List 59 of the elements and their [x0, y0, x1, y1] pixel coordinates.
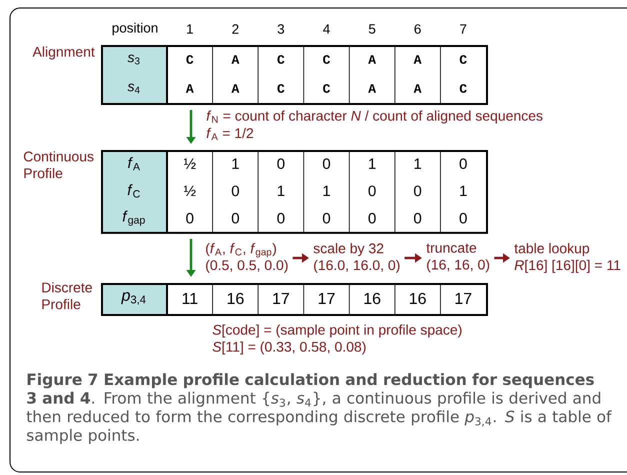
table-value: C: [186, 55, 194, 64]
table-value: 0: [414, 186, 422, 196]
table-value: 16: [228, 292, 244, 304]
table-value: A: [186, 84, 194, 93]
table-value: A: [368, 84, 376, 93]
table-value: A: [368, 55, 376, 64]
row-header: f$_{C}$: [128, 184, 140, 198]
step-text: truncate (16, 16, 0): [426, 244, 490, 272]
table-value: A: [414, 84, 422, 93]
row-header: s$_{4}$: [128, 84, 140, 94]
note-text: f$_{N}$ = count of character N / count of aligned sequences: [206, 110, 542, 124]
table-value: 1: [414, 158, 422, 169]
figure-caption: Figure 7 Example profile calculation and reduction for sequences 3 and 4. From the alignment {s$_{3}$, s$_{4}$}, a continuous profile is derived and then reduced to form the corresponding discrete profile p$_{3,4}$. S is a table of sample points.: [26, 373, 612, 444]
table-value: C: [460, 84, 467, 93]
table-value: 0: [414, 212, 422, 224]
table-value: 17: [456, 292, 472, 304]
table-value: 11: [182, 292, 198, 304]
table-value: 17: [273, 292, 289, 304]
step-text: (f$_{A}$, f$_{C}$, f$_{gap}$) (0.5, 0.5, 0.0): [206, 243, 288, 273]
table-heading: Discrete Profile: [42, 282, 92, 310]
note-text: S[11] = (0.33, 0.58, 0.08): [212, 341, 366, 355]
table-value: 0: [277, 158, 284, 169]
table-heading: Alignment: [32, 46, 95, 60]
table-value: C: [323, 84, 330, 93]
table-value: 0: [368, 186, 376, 196]
table-value: 0: [232, 212, 239, 224]
table-value: 1: [323, 186, 330, 196]
row-header: p$_{3,4}$: [121, 292, 146, 305]
table-value: ½: [184, 186, 196, 196]
table-value: 1: [278, 186, 284, 196]
table-value: 0: [322, 212, 330, 224]
table-value: 0: [460, 212, 467, 224]
table-value: 0: [322, 158, 330, 169]
step-text: table lookup R[16] [16][0] = 11: [514, 243, 620, 273]
row-header: s$_{3}$: [128, 54, 140, 64]
step-text: scale by 32 (16.0, 16.0, 0): [314, 243, 400, 273]
table-value: A: [232, 55, 240, 64]
table-value: C: [278, 84, 284, 93]
table-value: C: [278, 55, 284, 64]
table-value: 1: [369, 158, 376, 169]
table-value: C: [460, 55, 467, 64]
table-value: 1: [232, 158, 239, 169]
table-value: 0: [186, 212, 194, 224]
table-value: 0: [232, 186, 239, 196]
table-value: 0: [368, 212, 376, 224]
table-value: 16: [410, 292, 426, 304]
table-value: A: [414, 55, 422, 64]
table-value: 17: [318, 292, 335, 304]
table-value: C: [323, 55, 330, 64]
table-value: A: [232, 84, 240, 93]
note-text: f$_{A}$ = 1/2: [206, 128, 254, 140]
table-value: 16: [364, 292, 380, 304]
table-heading: Continuous Profile: [24, 151, 94, 178]
table-value: ½: [184, 158, 196, 169]
table-value: 0: [277, 212, 284, 224]
row-header: f$_{A}$: [128, 157, 140, 170]
table-value: 0: [460, 158, 467, 169]
table-value: 1: [460, 186, 467, 196]
row-header: f$_{gap}$: [122, 210, 145, 226]
